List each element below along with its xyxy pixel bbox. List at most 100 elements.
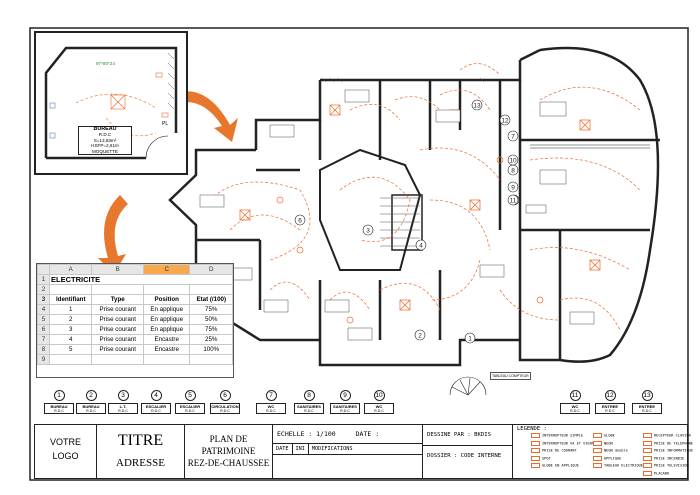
table-row: 4 1 Prise courant En applique 75% (37, 304, 233, 315)
table-cell[interactable]: Prise courant (91, 304, 144, 315)
room-number: 6 (298, 217, 302, 224)
room-number-circle (415, 239, 427, 251)
room-number-circle (507, 154, 519, 166)
legend-item: INTERRUPTEUR VA ET VIENT (531, 440, 594, 446)
legend-item: TABLEAU ELECTRIQUE (593, 463, 643, 468)
legend-item: PRISE INFORMATIQUE (643, 448, 693, 453)
room-number-circle (499, 114, 511, 126)
table-row: 7 4 Prise courant Encastre 25% (37, 334, 233, 345)
inset-drawing (44, 46, 178, 160)
legend-symbol-icon (643, 440, 652, 446)
table-cell[interactable]: En applique (142, 314, 191, 325)
room-number-circle (471, 99, 483, 111)
room-number: 11 (510, 197, 517, 204)
sheet-title[interactable]: ELECTRICITE (49, 274, 233, 285)
table-cell[interactable]: Prise courant (91, 334, 144, 345)
legend-item: PRISE DE TELEPHONE (643, 440, 693, 446)
room-key-level: R.D.C (54, 408, 64, 413)
room-number: 12 (501, 117, 509, 124)
table-cell[interactable]: En applique (142, 324, 191, 335)
legend-label: GLOBE EN APPLIQUE (542, 463, 579, 468)
room-key-number: 7 (265, 390, 277, 401)
drawing-title: TITRE (117, 432, 164, 449)
room-key-name: WC (571, 403, 579, 409)
room-key-number: 5 (184, 390, 196, 401)
plan-line-2: PATRIMOINE (201, 446, 256, 456)
table-cell[interactable]: 75% (189, 324, 233, 335)
legend-label: NEON double (604, 448, 628, 453)
row-number: 1 (37, 274, 50, 285)
plan-line-1: PLAN DE (209, 434, 248, 444)
folder-code: DOSSIER : CODE INTERNE (427, 453, 502, 459)
room-number: 1 (468, 335, 472, 342)
legend-item: NEON (593, 440, 613, 446)
column-header[interactable]: A (48, 264, 93, 275)
pointer-arrow-top (170, 91, 238, 142)
header-cell[interactable]: Type (91, 294, 144, 305)
legend-symbol-icon (531, 455, 540, 461)
inset-room-name: BUREAU (93, 126, 117, 132)
room-number-circle (294, 214, 306, 226)
room-key-number: 8 (303, 390, 315, 401)
legend-symbol-icon (531, 448, 540, 453)
room-key-number: 10 (373, 390, 385, 401)
table-cell[interactable]: 5 (48, 344, 93, 355)
room-key-level: R.D.C (86, 408, 96, 413)
table-cell[interactable]: Prise courant (91, 324, 144, 335)
column-header[interactable]: D (189, 264, 233, 275)
scale-row: ECHELLE : 1/100 DATE : (273, 425, 422, 444)
table-cell[interactable]: 2 (48, 314, 93, 325)
revision-cell: ECHELLE : 1/100 DATE : DATE INI MODIFICA… (273, 425, 423, 478)
legend-item: PLACARD (643, 470, 669, 476)
room-key-number: 12 (604, 390, 616, 401)
table-cell[interactable]: 3 (48, 324, 93, 335)
legend-symbol-icon (643, 455, 652, 461)
table-cell[interactable]: Prise courant (91, 344, 144, 355)
table-cell[interactable]: 4 (48, 334, 93, 345)
legend-item: GLOBE EN APPLIQUE (531, 463, 579, 468)
plan-line-3: REZ-DE-CHAUSSEE (187, 458, 270, 468)
table-cell[interactable]: 25% (189, 334, 233, 345)
room-key-name: CIRCULATION (211, 403, 239, 409)
table-cell[interactable]: 100% (189, 344, 233, 355)
room-key-name: WC (267, 403, 275, 409)
table-header-row: 3 Identifiant Type Position Etat (/100) (37, 294, 233, 305)
header-cell[interactable]: Position (142, 294, 191, 305)
plan-room-labels (199, 89, 595, 341)
table-cell[interactable]: 75% (189, 304, 233, 315)
header-cell[interactable]: Identifiant (48, 294, 93, 305)
room-key-level: R.D.C (304, 408, 314, 413)
legend-label: TABLEAU ELECTRIQUE (604, 463, 643, 468)
table-cell[interactable]: Encastre (142, 334, 191, 345)
table-row: 2 (37, 284, 233, 295)
column-header-selected[interactable]: C (142, 264, 191, 275)
title-block: VOTRE LOGO TITRE ADRESSE PLAN DE PATRIMO… (34, 424, 693, 479)
room-key-number: 6 (219, 390, 231, 401)
table-cell[interactable]: 50% (189, 314, 233, 325)
electrical-symbols (239, 104, 601, 324)
table-cell[interactable]: En applique (142, 304, 191, 315)
row-number: 7 (37, 334, 50, 345)
room-key-number: 4 (150, 390, 162, 401)
legend-label: SPOT (542, 456, 551, 460)
room-number: 9 (511, 184, 515, 191)
table-row: 1 ELECTRICITE (37, 274, 233, 285)
table-cell[interactable]: Encastre (142, 344, 191, 355)
table-cell[interactable]: Prise courant (91, 314, 144, 325)
table-cell[interactable]: 1 (48, 304, 93, 315)
column-header[interactable]: B (91, 264, 144, 275)
column-grid (530, 144, 650, 149)
building-walls (168, 46, 660, 367)
room-key-level: R.D.C (570, 408, 580, 413)
header-cell[interactable]: Etat (/100) (189, 294, 233, 305)
row-number: 4 (37, 304, 50, 315)
